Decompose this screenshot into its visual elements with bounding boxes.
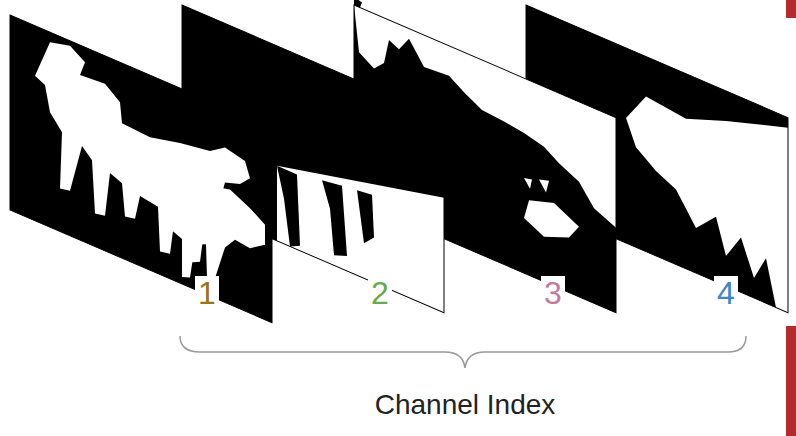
channel-number: 1 — [195, 276, 219, 311]
axis-title: Channel Index — [375, 390, 556, 421]
channel-number: 2 — [368, 276, 392, 311]
side-bar — [786, 0, 796, 18]
brace — [180, 336, 746, 368]
channel-number: 4 — [714, 276, 738, 311]
side-bar — [786, 326, 796, 436]
mask-panel — [10, 15, 272, 323]
channel-number: 3 — [541, 276, 565, 311]
